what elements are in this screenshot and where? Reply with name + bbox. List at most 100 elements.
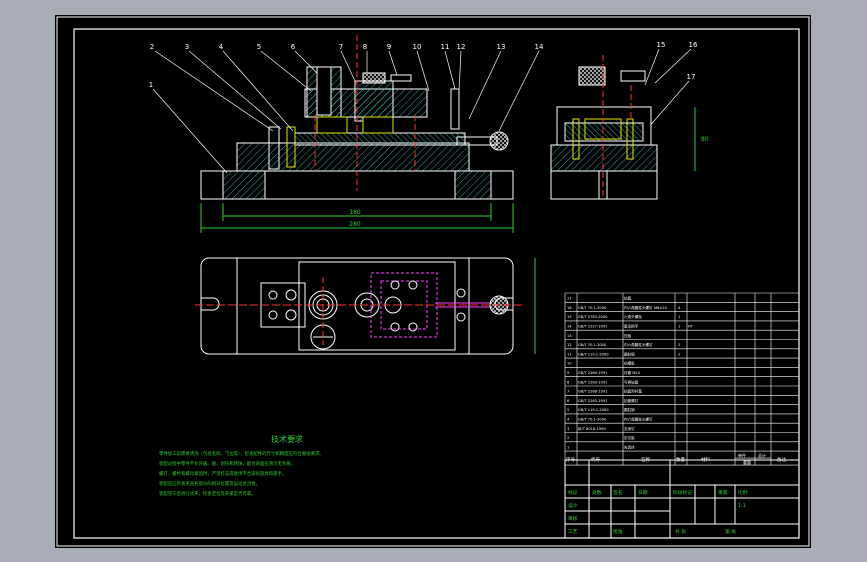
bom-row-no: 9 [567,371,570,375]
title-block: 标记 处数 签名 日期 设计 审核 工艺 批准 阶段标记 重量 比例 1:1 共… [564,459,800,539]
inner-frame [73,28,800,539]
top-view [195,257,536,355]
tech-line-3: 螺钉、螺栓和螺母紧固时，严禁打击或使用不合适的旋具和扳手。 [159,470,286,477]
tb-approve: 批准 [613,528,623,535]
bom-header-weight: 重量 [743,459,751,465]
bom-row-qty: 4 [678,306,681,310]
bom-row-name: 定位板 [624,435,635,440]
technical-requirements: 技术要求 零件加工前需要清洗（包括毛刺、飞边等），检查配件的尺寸和精度应符合图纸… [159,434,324,497]
bom-row-code: GB/T 70.1-2000 [578,343,607,347]
bom-row-name: 夹具体 [624,444,635,449]
balloon-7: 7 [339,43,343,51]
balloon-12: 12 [457,43,466,51]
balloon-labels [152,48,692,174]
bom-row-code: JB/T 8016-1999 [577,427,606,431]
side-view: 80 [550,55,709,200]
bom-row-no: 6 [567,399,570,403]
bom-row-code: GB/T 2263-1991 [578,380,607,384]
bom-row-name: 圆柱销 [624,351,635,356]
bom-row-no: 5 [567,408,569,412]
bom-row-name: 圆柱销 [624,407,635,412]
tb-sheet: 共 张 [675,528,686,535]
bom-row-no: 13 [567,334,572,338]
bom-row-name: 钻套用衬套 [624,389,642,394]
balloon-6: 6 [291,43,296,51]
balloon-5: 5 [257,43,261,51]
tb-process: 工艺 [568,529,578,535]
bom-row-code: GB/T 119.1-2000 [578,352,609,356]
bom-row-no: 2 [567,436,569,440]
tb-qty: 处数 [592,489,602,496]
bom-row-qty: 2 [678,343,680,347]
tb-scale-value: 1:1 [738,503,746,509]
tb-sheet2: 第 张 [725,528,736,535]
bom-row-name: 钻模板 [624,361,635,366]
bom-row-no: 12 [567,343,572,347]
tb-scale: 比例 [738,489,748,496]
bom-row-no: 17 [567,297,572,301]
bom-row-no: 1 [567,445,569,449]
bom-row-no: 11 [567,352,572,356]
balloon-4: 4 [219,43,224,51]
bom-row-code: GB/T 70.1-2000 [578,306,607,310]
tb-date: 日期 [638,490,648,496]
dim-overall: 280 [349,221,361,228]
balloon-17: 17 [687,73,696,81]
balloon-10: 10 [413,43,422,51]
bom-row-name: 支承钉 [624,426,635,431]
balloon-2: 2 [150,43,154,51]
tb-mark: 标记 [568,489,578,496]
tb-sign: 签名 [613,489,623,496]
bom-row-code: GB/T 2268-1991 [578,390,607,394]
bom-row-name: 钻套螺钉 [624,398,639,403]
bom-row-name: 六角头螺栓 [624,314,642,319]
bom-row-no: 7 [567,390,569,394]
bom-header-total: 总计 [758,452,766,458]
tech-line-5: 装配完毕后进行试夹，检查定位及夹紧是否可靠。 [159,490,256,497]
bom-row-qty: 1 [678,315,680,319]
bom-header-unit: 单件 [738,452,746,458]
bom-row-material: HT [688,325,694,329]
bom-row-code: GB/T 2269-1991 [578,371,607,375]
tech-line-2: 装配过程中零件不允许磕、碰、划伤和锈蚀，配合表面应清洁无杂质。 [159,460,295,467]
outer-frame [56,16,810,547]
front-view: 180 280 [200,35,514,233]
dim-inner: 180 [349,209,361,216]
bom-row-name: 压板 [624,333,632,338]
bom-row-name: 内六角圆柱头螺钉 [624,417,653,422]
tech-line-4: 装配后应检查夹具各部分的相对位置及运动灵活性。 [159,480,260,487]
drawing-sheet: 180 280 1 2 3 4 5 6 7 8 9 10 11 12 13 1 [55,15,811,548]
balloon-8: 8 [363,43,367,51]
bom-row-code: GB/T 119.1-2000 [578,408,609,412]
bom-row-code: GB/T 5783-2000 [578,315,608,319]
bom-row-qty: 2 [678,352,680,356]
bom-row-no: 3 [567,427,569,431]
bom-row-name: 衬套 M10 [624,370,641,375]
bom-row-no: 15 [567,315,572,319]
tb-weight: 重量 [718,489,728,496]
tb-designer: 设计 [568,502,578,509]
dim-side: 80 [701,136,709,143]
bom-row-name: 内六角圆柱头螺钉 M6×20 [624,305,668,310]
tech-title: 技术要求 [271,434,303,444]
bom-row-no: 4 [567,418,570,422]
balloon-14: 14 [535,43,544,51]
bom-row-name: 星形把手 [624,324,639,329]
bom-row-name: 钻套 [624,296,632,301]
balloon-3: 3 [185,43,189,51]
balloon-9: 9 [387,43,391,51]
balloon-1: 1 [149,81,153,89]
tb-checker: 审核 [568,515,578,522]
balloon-15: 15 [657,41,666,49]
bom-row-code: GB/T 70.1-2000 [578,418,607,422]
bom-row-code: GB/T 2265-1991 [578,399,607,403]
tech-line-1: 零件加工前需要清洗（包括毛刺、飞边等），检查配件的尺寸和精度应符合图纸要求。 [159,450,324,457]
bom-row-no: 14 [567,325,572,329]
balloon-13: 13 [497,43,506,51]
bom-row-name: 内六角圆柱头螺钉 [624,342,653,347]
bom-row-no: 8 [567,380,570,384]
bom-row-qty: 1 [678,325,680,329]
balloon-16: 16 [689,41,698,49]
balloon-11: 11 [441,43,450,51]
